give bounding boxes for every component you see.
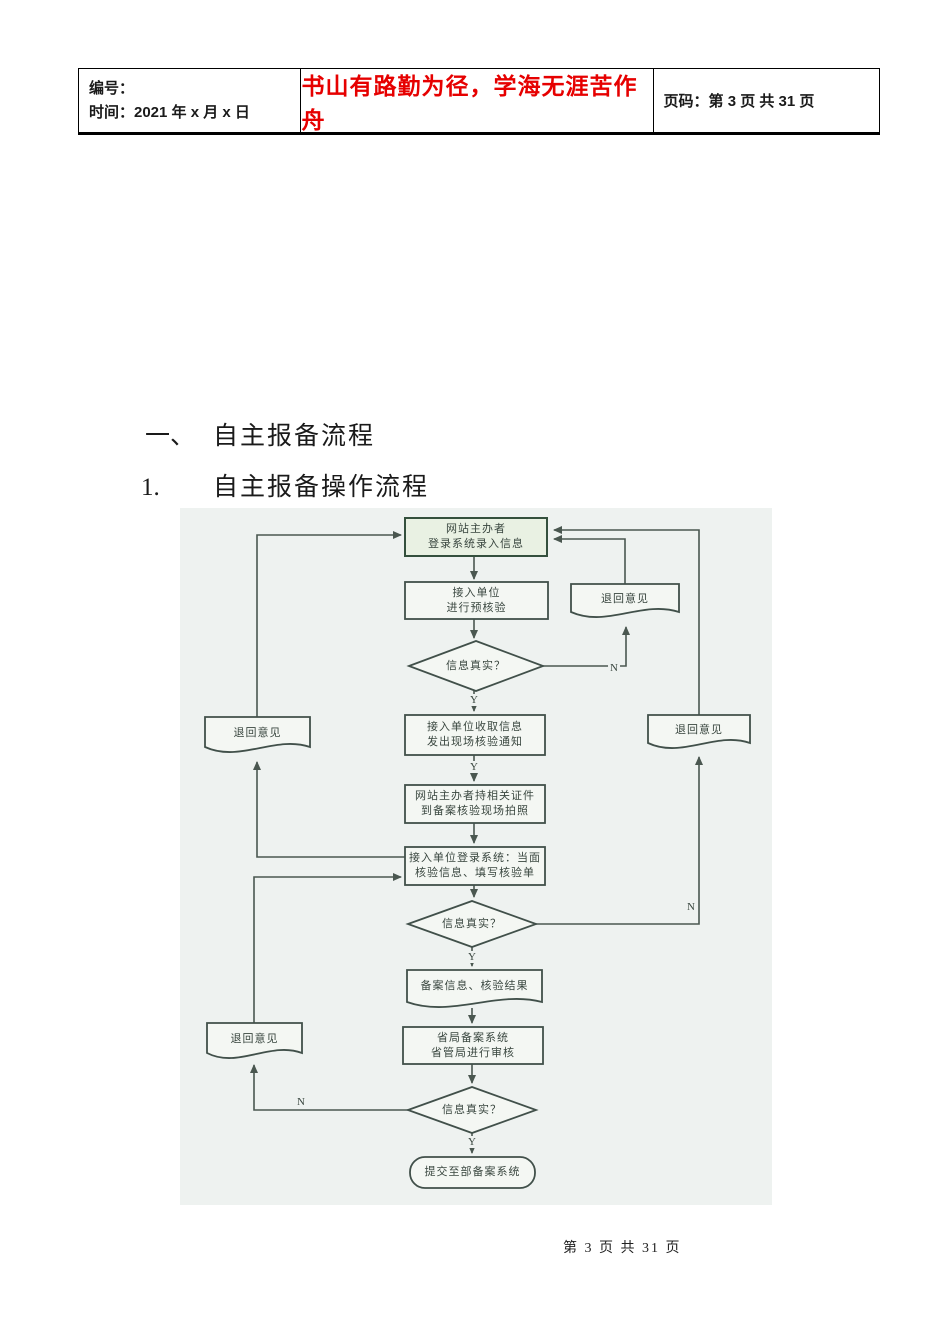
flow-decision2-label: 信息真实？ [442,917,502,930]
decision3-diamond-shape [405,1086,539,1134]
sub-title: 自主报备操作流程 [213,474,430,501]
arrow-return-left-to-start [256,531,402,717]
decision1-diamond-shape [406,640,546,692]
return-left-bottom-doc-shape [206,1022,303,1059]
return-left-bottom-label: 退回意见 [230,1032,279,1045]
header-cell-motto: 书山有路勤为径，学海无涯苦作舟 [300,69,652,133]
branch-yes-label-1: Y [468,694,480,706]
return-left-top-label: 退回意见 [233,726,282,739]
doc-number-label: 编号： [89,80,135,98]
arrow-return-to-verify [253,873,402,1023]
return-right-top-label: 退回意见 [601,592,649,605]
branch-no-label-2: N [685,901,697,913]
header-table: 编号： 时间：2021 年 x 月 x 日 书山有路勤为径，学海无涯苦作舟 页码… [78,68,880,135]
flowchart-drawing [204,517,751,1189]
return-right-top-doc-shape [570,583,680,618]
flow-result-doc-label: 备案信息、核验结果 [420,979,529,992]
result-doc-shape [406,969,543,1008]
flow-shapes [204,517,751,1189]
decision2-diamond-shape [405,900,539,948]
return-right-mid-doc-shape [647,714,751,749]
section-heading: 一、自主报备流程 [145,416,375,452]
flow-photo-label: 网站主办者持相关证件 到备案核验现场拍照 [415,790,535,817]
flowchart-panel: 网站主办者 登录系统录入信息 接入单位 进行预核验 信息真实？ 接入单位收取信息… [180,508,772,1205]
notify-box-shape [404,714,546,756]
flow-notify-label: 接入单位收取信息 发出现场核验通知 [427,721,523,748]
branch-no-label-3: N [295,1096,307,1108]
branch-yes-label-3: Y [466,951,478,963]
section-title: 自主报备流程 [213,423,376,450]
arrow-decision3-no-to-return [250,1064,408,1111]
page-number-label: 页码：第 3 页 共 31 页 [663,93,815,110]
motto-text: 书山有路勤为径，学海无涯苦作舟 [301,72,638,133]
flow-decision1-label: 信息真实？ [446,659,506,672]
arrow-verify-to-return-left [253,761,405,858]
branch-yes-label-4: Y [466,1136,478,1148]
submit-terminal-shape [409,1156,536,1189]
branch-no-label-1: N [608,662,620,674]
arrow-return-top-to-start [553,535,626,584]
return-right-mid-label: 退回意见 [675,723,723,736]
header-cell-page: 页码：第 3 页 共 31 页 [652,69,879,132]
arrow-decision1-no-to-return [543,626,630,667]
verify-box-shape [404,846,546,886]
arrow-decision2-no-to-return [536,756,703,925]
precheck-box-shape [404,581,549,620]
doc-time-label: 时间：2021 年 x 月 x 日 [89,103,250,121]
review-box-shape [402,1026,544,1065]
section-number: 一、 [145,423,196,450]
flow-connectors [250,526,703,1154]
flow-submit-label: 提交至部备案系统 [424,1166,521,1178]
flow-start-label: 网站主办者 登录系统录入信息 [428,523,524,550]
arrow-return-right-to-start [553,526,700,715]
sub-heading: 1. 自主报备操作流程 [141,467,429,503]
photo-box-shape [404,784,546,824]
flow-review-label: 省局备案系统 省管局进行审核 [431,1031,515,1059]
flow-verify-label: 接入单位登录系统：当面 核验信息、填写核验单 [409,852,541,879]
flow-precheck-label: 接入单位 进行预核验 [446,586,507,614]
return-left-top-doc-shape [204,716,311,753]
footer-page-number: 第 3 页 共 31 页 [563,1241,682,1256]
branch-yes-label-2: Y [468,761,480,773]
header-cell-meta: 编号： 时间：2021 年 x 月 x 日 [79,69,300,132]
sub-number: 1. [141,474,160,501]
flow-decision3-label: 信息真实？ [442,1103,502,1116]
start-box-shape [404,517,548,557]
